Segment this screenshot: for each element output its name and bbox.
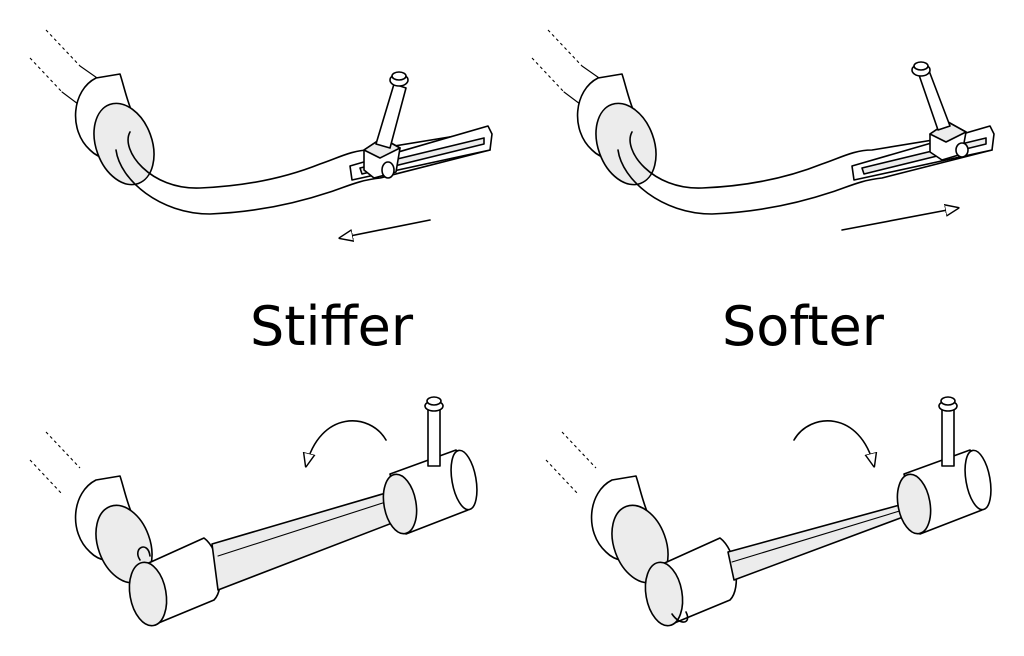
thin-blade-highlight <box>732 506 916 562</box>
bar-centerline-lower <box>30 58 62 92</box>
drop-link-thread <box>427 397 441 405</box>
arrow-rotate-clockwise <box>794 421 874 466</box>
bottom-left-rotating-blade-stiffer <box>30 397 481 629</box>
label-stiffer: Stiffer <box>250 292 413 362</box>
drop-link-rod <box>942 408 954 466</box>
arrow-slide-inward <box>340 220 430 238</box>
bar-centerline-lower <box>546 460 578 494</box>
wide-blade <box>212 490 400 590</box>
bar-centerline-upper <box>548 30 582 66</box>
drop-link-rod <box>376 84 406 148</box>
drop-link-thread <box>392 72 406 80</box>
drop-link-rod <box>428 408 440 466</box>
bar-centerline-upper <box>46 30 80 66</box>
slider-pin <box>382 162 394 178</box>
drop-link-thread <box>941 397 955 405</box>
bar-centerline-upper <box>46 432 80 468</box>
drop-link-rod <box>918 68 950 130</box>
drop-link-thread <box>914 62 928 70</box>
arrow-slide-outward <box>842 208 958 230</box>
slider-pin <box>956 143 968 157</box>
bar-edge-lower <box>62 92 78 104</box>
thin-blade <box>728 500 922 580</box>
bar-centerline-lower <box>30 460 62 494</box>
arrow-rotate-counterclockwise <box>306 421 386 466</box>
top-left-blade-adjuster-stiffer <box>30 30 492 238</box>
bar-centerline-lower <box>532 58 564 92</box>
bottom-right-rotating-blade-softer <box>546 397 995 629</box>
label-softer: Softer <box>722 292 884 362</box>
bar-edge-lower <box>564 92 580 104</box>
top-right-blade-adjuster-softer <box>532 30 994 230</box>
bar-centerline-upper <box>562 432 596 468</box>
